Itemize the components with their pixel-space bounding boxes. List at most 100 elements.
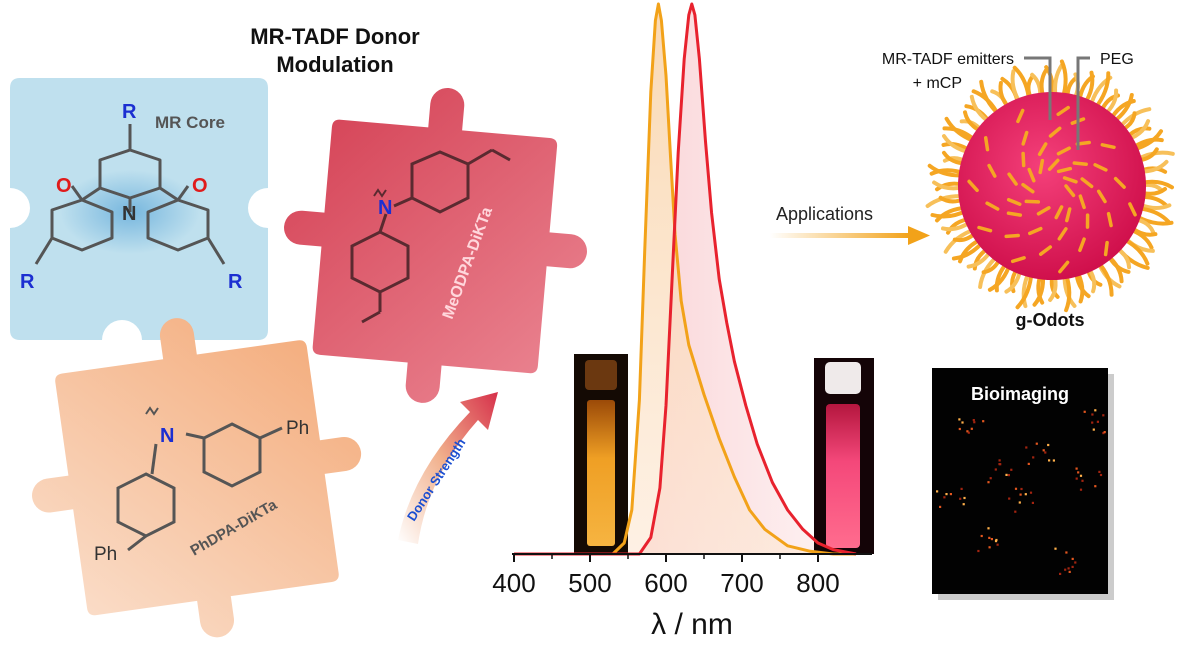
bioimaging-speck (945, 493, 948, 496)
bioimaging-speck (1064, 568, 1067, 571)
surface-chain (1100, 143, 1116, 150)
bioimaging-speck (1083, 410, 1086, 413)
bioimaging-speck (995, 538, 998, 542)
x-axis-label: λ / nm (651, 608, 733, 641)
surface-chain (1048, 126, 1062, 138)
core-atom-n: N (122, 203, 136, 225)
phdpa-structure (116, 406, 283, 552)
bioimaging-speck (1079, 488, 1083, 491)
emitters-label-line-2: + mCP (913, 75, 962, 92)
surface-chain (1106, 211, 1113, 228)
bioimaging-speck (963, 496, 966, 500)
bioimaging-image (932, 368, 1108, 594)
bioimaging-panel: Bioimaging (932, 368, 1114, 600)
bioimaging-speck (1035, 442, 1038, 445)
phdpa-ph-right: Ph (286, 418, 309, 439)
bioimaging-speck (990, 538, 993, 541)
mr-core-label: MR Core (155, 113, 225, 132)
bioimaging-speck (1098, 470, 1101, 473)
bioimaging-speck (966, 430, 969, 433)
x-tick-label: 700 (720, 568, 763, 598)
phdpa-piece-shape (32, 318, 362, 638)
phdpa-puzzle-piece (32, 318, 362, 638)
bioimaging-speck (1008, 497, 1011, 500)
bioimaging-speck (958, 427, 961, 431)
vial-red (814, 358, 874, 554)
surface-chain (967, 179, 979, 193)
spectra-lines (514, 2, 857, 556)
core-atom-r-left: R (20, 271, 35, 293)
bioimaging-speck (1077, 471, 1080, 474)
bioimaging-speck (998, 459, 1001, 462)
surface-chain (1062, 176, 1078, 184)
bioimaging-speck (1014, 487, 1018, 490)
surface-chain (1065, 207, 1072, 223)
vial-orange-body (587, 400, 615, 546)
surface-chains (967, 105, 1137, 274)
emitters-pointer (1024, 56, 1052, 120)
donor-strength-label: Donor Strength (404, 435, 469, 523)
meodpa-atom-n: N (378, 197, 392, 219)
bioimaging-speck (1071, 565, 1074, 568)
surface-chain (1056, 166, 1073, 174)
core-atom-o-left: O (56, 175, 72, 197)
applications-label: Applications (776, 204, 873, 224)
bioimaging-specks (936, 409, 1106, 575)
bioimaging-speck (1102, 414, 1105, 417)
surface-chain (1047, 158, 1060, 171)
bioimaging-speck (1067, 567, 1070, 570)
surface-chain (1037, 142, 1048, 157)
surface-chain (1007, 172, 1018, 186)
bioimaging-speck (987, 527, 990, 530)
bioimaging-speck (1059, 572, 1062, 575)
x-tick-label: 400 (492, 568, 535, 598)
bioimaging-speck (967, 431, 970, 434)
spectrum-line-1 (514, 2, 857, 556)
bioimaging-speck (1054, 547, 1057, 550)
bioimaging-speck (1071, 557, 1074, 560)
surface-chain (1080, 177, 1094, 189)
vial-red-body (826, 404, 860, 548)
vial-red-cap (825, 362, 861, 394)
core-atom-r-top: R (122, 101, 137, 123)
surface-chain (1056, 146, 1071, 156)
bioimaging-speck (1079, 474, 1083, 477)
bioimaging-speck (961, 421, 964, 424)
bioimaging-speck (1048, 459, 1051, 462)
surface-chain (1028, 226, 1043, 236)
meodpa-structure (350, 148, 511, 324)
bioimaging-speck (988, 536, 991, 539)
surface-chain (1054, 205, 1064, 220)
bioimaging-speck (1047, 443, 1050, 447)
bioimaging-speck (1091, 413, 1094, 416)
x-tick-label: 600 (644, 568, 687, 598)
bioimaging-speck (1032, 456, 1035, 459)
surface-chain (1128, 202, 1137, 217)
surface-chain (1038, 158, 1045, 175)
surface-chain (985, 201, 1000, 211)
bioimaging-speck (939, 505, 942, 508)
phdpa-ph-left: Ph (94, 544, 117, 565)
surface-chain (1021, 130, 1029, 146)
vial-orange (574, 354, 628, 554)
spectrum-line-0 (514, 2, 856, 556)
bioimaging-speck (1052, 459, 1055, 462)
bioimaging-speck (970, 427, 973, 430)
bioimaging-speck (1014, 510, 1017, 513)
vial-orange-cap (585, 360, 617, 390)
title-line-2: Modulation (276, 52, 393, 77)
bioimaging-speck (988, 546, 991, 549)
bioimaging-speck (936, 490, 939, 493)
mr-core-skeleton (34, 124, 226, 265)
applications-arrow-head (908, 226, 930, 245)
bioimaging-speck (1020, 487, 1023, 491)
bioimaging-speck (1099, 473, 1103, 477)
applications-arrow-shaft (770, 233, 910, 238)
surface-chain (1078, 194, 1086, 210)
bioimaging-speck (1031, 501, 1034, 504)
applications-arrow: Applications (770, 204, 930, 245)
spectrum-fill-1 (514, 4, 856, 554)
bioimaging-speck (977, 549, 980, 553)
donor-arrow-body (398, 392, 498, 544)
